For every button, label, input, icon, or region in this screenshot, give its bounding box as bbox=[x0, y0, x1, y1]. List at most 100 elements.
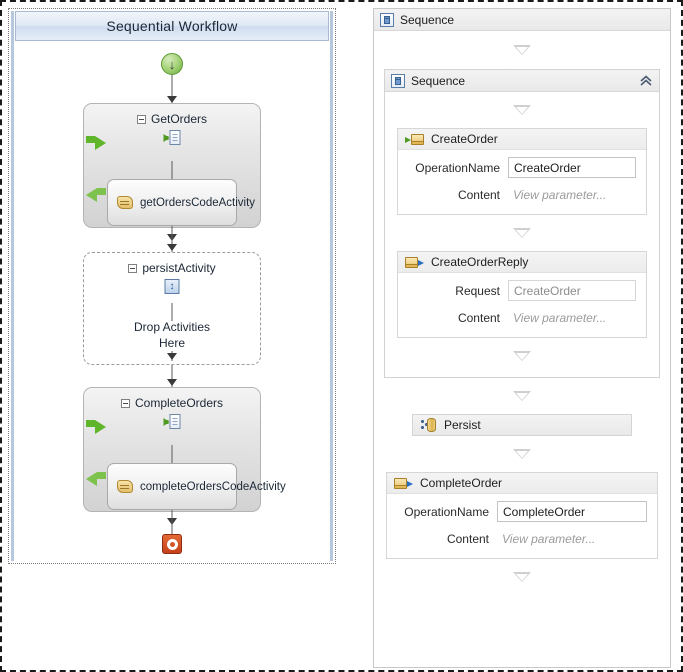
sequence-workflow-designer[interactable]: Sequence Sequence bbox=[373, 8, 671, 668]
connector-line bbox=[171, 161, 173, 181]
content-label: Content bbox=[457, 310, 500, 325]
minus-expander-icon[interactable] bbox=[136, 114, 146, 124]
request-label: Request bbox=[455, 283, 500, 298]
persist-icon bbox=[421, 418, 437, 432]
green-in-arrow-icon[interactable] bbox=[95, 136, 106, 150]
persist-cylinder-shape bbox=[427, 418, 436, 432]
drop-triangle-icon[interactable] bbox=[513, 391, 531, 401]
activity-title-text: CompleteOrders bbox=[134, 396, 224, 410]
content-view-parameter-link[interactable]: View parameter... bbox=[513, 310, 607, 325]
connector-line bbox=[171, 365, 173, 387]
workflow-canvas-surface[interactable]: Sequential Workflow ↓ GetOrders bbox=[11, 11, 333, 561]
activity-getorders-title: GetOrders bbox=[84, 104, 260, 126]
drop-triangle-icon[interactable] bbox=[513, 572, 531, 582]
activity-create-order-fields: OperationName CreateOrder Content View p… bbox=[398, 150, 646, 214]
activity-persist-title: persistActivity bbox=[84, 253, 260, 275]
receive-activity-icon[interactable] bbox=[163, 130, 181, 146]
persist-dots-shape bbox=[421, 420, 428, 429]
send-reply-message-icon bbox=[394, 477, 413, 490]
receive-arrow-head bbox=[163, 134, 170, 142]
receive-page-shape bbox=[169, 130, 181, 145]
operationname-input[interactable]: CompleteOrder bbox=[497, 501, 647, 522]
code-activity-icon bbox=[117, 195, 133, 210]
stop-ring-shape bbox=[166, 538, 178, 550]
green-out-arrow-tail bbox=[97, 188, 106, 195]
operationname-label: OperationName bbox=[415, 160, 500, 175]
activity-complete-order-header: CompleteOrder bbox=[387, 473, 657, 494]
start-arrow-down-icon[interactable]: ↓ bbox=[161, 53, 183, 75]
request-input[interactable]: CreateOrder bbox=[508, 280, 636, 301]
activity-complete-order-title: CompleteOrder bbox=[420, 476, 503, 490]
code-activity-completeorders[interactable]: completeOrdersCodeActivity bbox=[107, 463, 286, 510]
send-reply-message-icon bbox=[405, 256, 424, 269]
content-view-parameter-link[interactable]: View parameter... bbox=[513, 187, 607, 202]
drop-triangle-icon[interactable] bbox=[513, 105, 531, 115]
collapse-chevron-up-icon[interactable] bbox=[638, 73, 654, 89]
minus-expander-icon[interactable] bbox=[120, 398, 130, 408]
workflow-title-text: Sequential Workflow bbox=[106, 18, 238, 34]
receive-message-icon bbox=[405, 133, 424, 146]
content-view-parameter-link[interactable]: View parameter... bbox=[502, 531, 596, 546]
outer-sequence-header[interactable]: Sequence bbox=[374, 9, 670, 31]
connector-line bbox=[171, 228, 173, 252]
sequential-workflow-designer[interactable]: Sequential Workflow ↓ GetOrders bbox=[8, 8, 336, 564]
green-in-arrow-icon[interactable] bbox=[95, 420, 106, 434]
receive-page-shape bbox=[169, 414, 181, 429]
green-in-arrow-tail bbox=[86, 420, 95, 427]
activity-title-text: GetOrders bbox=[150, 112, 207, 126]
activity-title-text: persistActivity bbox=[142, 261, 216, 275]
green-in-arrow-tail bbox=[86, 136, 95, 143]
green-out-arrow-tail bbox=[97, 472, 106, 479]
content-label: Content bbox=[457, 187, 500, 202]
receive-arrow-head bbox=[163, 418, 170, 426]
activity-completeorders-title: CompleteOrders bbox=[84, 388, 260, 410]
activity-getorders[interactable]: GetOrders getOrdersCodeActivity bbox=[83, 103, 261, 241]
receive-activity-icon[interactable] bbox=[163, 414, 181, 430]
connector-arrowhead bbox=[167, 379, 177, 386]
code-activity-label: getOrdersCodeActivity bbox=[140, 196, 256, 209]
drop-triangle-icon[interactable] bbox=[513, 228, 531, 238]
field-row: Request CreateOrder bbox=[404, 280, 636, 301]
drop-triangle-icon[interactable] bbox=[513, 45, 531, 55]
envelope-shape bbox=[411, 133, 424, 145]
minus-expander-icon[interactable] bbox=[128, 263, 138, 273]
operationname-label: OperationName bbox=[404, 504, 489, 519]
green-out-arrow-icon[interactable] bbox=[86, 472, 97, 486]
activity-create-order-header: CreateOrder bbox=[398, 129, 646, 150]
outer-sequence-body[interactable]: Sequence bbox=[374, 45, 670, 582]
reply-arrow-head bbox=[418, 259, 424, 266]
envelope-shape bbox=[405, 256, 418, 268]
field-row: Content View parameter... bbox=[404, 307, 636, 328]
field-row: Content View parameter... bbox=[393, 528, 647, 549]
activity-completeorders[interactable]: CompleteOrders completeOrdersCodeActivit… bbox=[83, 387, 286, 525]
inner-sequence-body[interactable]: CreateOrder OperationName CreateOrder Co… bbox=[385, 105, 659, 361]
sequence-icon bbox=[380, 12, 394, 27]
connector-arrowhead bbox=[167, 244, 177, 251]
receive-arrow-head bbox=[405, 136, 411, 143]
activity-create-order-reply-title: CreateOrderReply bbox=[431, 255, 529, 269]
stop-icon[interactable] bbox=[162, 534, 182, 554]
activity-persistactivity[interactable]: persistActivity Drop Activities Here bbox=[83, 252, 261, 365]
connector-line bbox=[171, 303, 173, 321]
operationname-input[interactable]: CreateOrder bbox=[508, 157, 636, 178]
code-activity-getorders[interactable]: getOrdersCodeActivity bbox=[107, 179, 255, 226]
activity-persist[interactable]: Persist bbox=[412, 414, 632, 436]
sequence-icon bbox=[391, 73, 405, 88]
activity-complete-order[interactable]: CompleteOrder OperationName CompleteOrde… bbox=[386, 472, 658, 559]
activity-create-order-reply[interactable]: CreateOrderReply Request CreateOrder Con… bbox=[397, 251, 647, 338]
code-activity-icon bbox=[117, 479, 133, 494]
content-label: Content bbox=[446, 531, 489, 546]
workflow-canvas[interactable]: ↓ GetOrders bbox=[14, 41, 330, 559]
inner-sequence-title: Sequence bbox=[411, 73, 466, 88]
outer-sequence-title: Sequence bbox=[400, 12, 455, 27]
drop-triangle-icon[interactable] bbox=[513, 351, 531, 361]
inner-sequence-header[interactable]: Sequence bbox=[385, 70, 659, 92]
connector-arrowhead bbox=[167, 353, 177, 360]
persist-activity-icon[interactable] bbox=[164, 279, 180, 294]
drop-triangle-icon[interactable] bbox=[513, 449, 531, 459]
activity-create-order[interactable]: CreateOrder OperationName CreateOrder Co… bbox=[397, 128, 647, 215]
inner-sequence[interactable]: Sequence bbox=[384, 69, 660, 378]
reply-arrow-head bbox=[407, 480, 413, 487]
green-out-arrow-icon[interactable] bbox=[86, 188, 97, 202]
